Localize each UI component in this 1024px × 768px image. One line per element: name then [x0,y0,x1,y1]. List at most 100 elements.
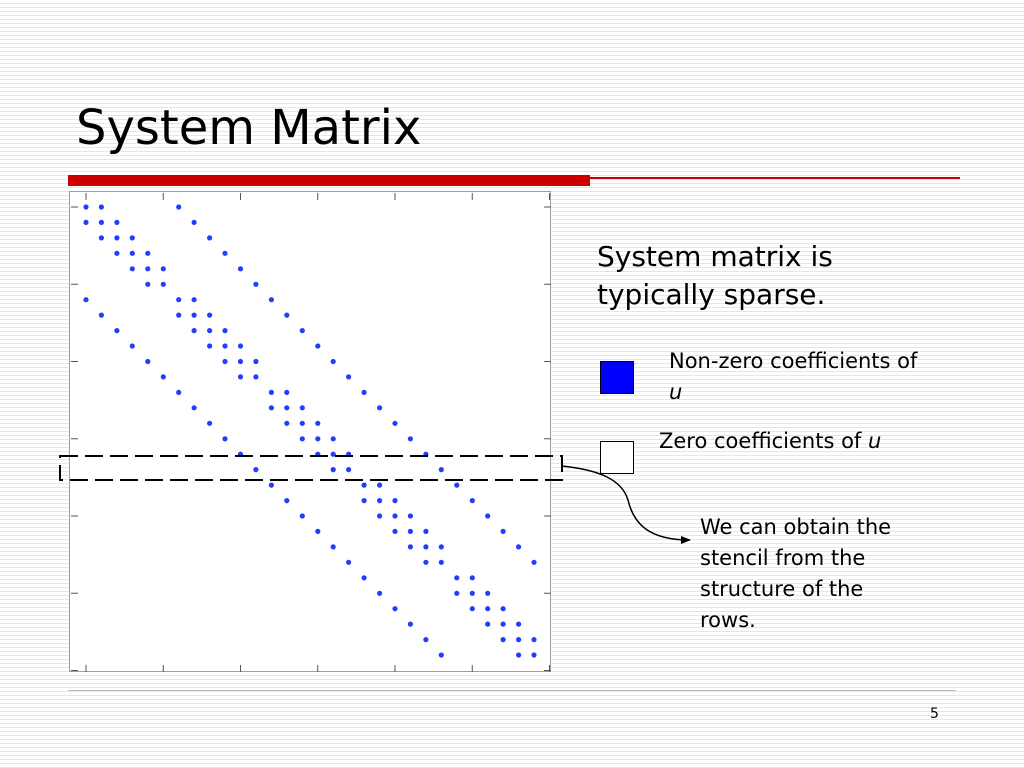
nonzero-entry [114,219,120,225]
nonzero-entry [191,312,197,318]
nonzero-entry [237,266,244,272]
nonzero-entry [438,559,444,565]
nonzero-entry [268,405,274,411]
nonzero-entry [268,482,274,488]
nonzero-entry [207,420,213,426]
nonzero-entry [377,513,383,519]
nonzero-entry [361,498,367,504]
nonzero-entry [346,559,352,565]
nonzero-entry [361,389,367,395]
nonzero-entry [98,204,104,210]
nonzero-entry [83,219,89,225]
nonzero-entry [222,250,228,256]
nonzero-entry [516,637,522,643]
nonzero-entry [114,328,120,334]
nonzero-entry [237,374,244,380]
nonzero-entry [191,219,197,225]
nonzero-entry [500,621,506,627]
nonzero-entry [392,513,398,519]
nonzero-entry [346,467,352,473]
nonzero-entry [407,436,413,442]
nonzero-entry [145,358,151,365]
nonzero-entry [284,420,290,426]
nonzero-entry [330,451,336,457]
nonzero-entry [129,235,135,241]
nonzero-entry [454,590,460,596]
nonzero-entry [160,374,166,380]
nonzero-entry [485,621,491,627]
nonzero-entry [500,606,506,612]
nonzero-entry [361,575,367,581]
nonzero-entry [346,451,352,457]
nonzero-entry [222,436,228,442]
nonzero-entry [176,204,182,210]
nonzero-entry [531,637,537,643]
nonzero-entry [98,219,104,225]
nonzero-entry [299,420,305,426]
nonzero-entry [191,405,197,411]
nonzero-entry [315,436,321,442]
nonzero-entry [315,528,321,534]
nonzero-entry [129,343,135,349]
sparsity-plot [69,191,551,672]
nonzero-entry [407,621,413,627]
nonzero-entry [377,590,383,596]
nonzero-entry [237,358,244,365]
main-text: System matrix is typically sparse. [597,240,833,311]
nonzero-entry [129,250,135,256]
title-underline-bar [68,175,590,186]
nonzero-entry [485,513,491,519]
nonzero-entry [176,389,182,395]
nonzero-entry [423,451,429,457]
nonzero-entry [315,343,321,349]
nonzero-entry [129,266,135,272]
nonzero-entry [361,482,367,488]
nonzero-entry [315,451,321,457]
nonzero-entry [392,528,398,534]
nonzero-entry [176,312,182,318]
nonzero-entry [83,204,89,210]
nonzero-entry [268,297,274,303]
nonzero-entry [469,606,475,612]
nonzero-entry [407,528,413,534]
nonzero-entry [299,436,305,442]
nonzero-entry [423,544,429,550]
nonzero-entry [330,358,336,365]
nonzero-entry [485,606,491,612]
nonzero-entry [237,451,244,457]
legend-nonzero-label: Non-zero coefficients of u [669,346,929,408]
nonzero-entry [438,467,444,473]
nonzero-entry [469,498,475,504]
nonzero-entry [284,312,290,318]
nonzero-entry [438,652,444,658]
nonzero-entry [407,513,413,519]
nonzero-entry [83,297,89,303]
nonzero-entry [207,343,213,349]
nonzero-entry [222,328,228,334]
nonzero-entry [531,559,537,565]
nonzero-entry [160,266,166,272]
legend-zero-variable: u [868,429,882,453]
nonzero-entry [392,420,398,426]
legend-nonzero-variable: u [669,380,683,404]
nonzero-entry [330,467,336,473]
nonzero-entry [268,389,274,395]
nonzero-entry [299,328,305,334]
title-underline-line [590,177,960,179]
nonzero-entry [454,575,460,581]
nonzero-entry [299,513,305,519]
nonzero-entry [377,482,383,488]
nonzero-entry [377,498,383,504]
nonzero-entry [207,312,213,318]
nonzero-entry [176,297,182,303]
legend-nonzero-text: Non-zero coefficients of [669,349,918,373]
nonzero-entry [160,281,166,287]
nonzero-entry [454,482,460,488]
slide-number: 5 [930,706,939,722]
nonzero-entry [392,498,398,504]
nonzero-entry [145,281,151,287]
nonzero-entry [516,652,522,658]
legend-nonzero-swatch [600,361,634,394]
nonzero-entry [516,544,522,550]
nonzero-entry [315,420,321,426]
